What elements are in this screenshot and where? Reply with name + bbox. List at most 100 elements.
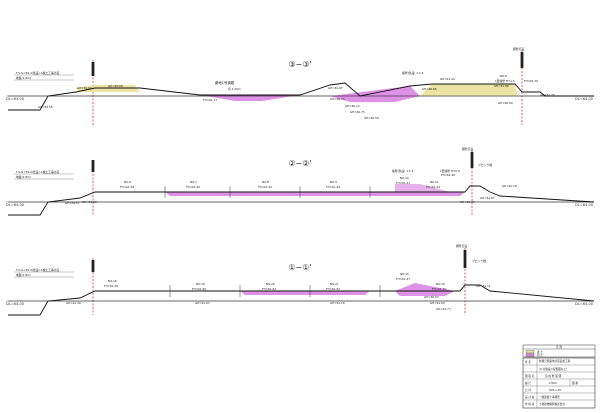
elevation-label: NO.16 (436, 282, 445, 286)
tb-value: 造 成 断 面 図 (545, 374, 562, 378)
tb-value: H29.1.20 (549, 388, 561, 392)
elevation-label: NO.8 (262, 180, 269, 184)
pole-marker (91, 260, 95, 272)
cut-area (330, 86, 420, 102)
elevation-label: GH=61.87 (480, 196, 495, 200)
datum-label-right: DL=64.00 (575, 203, 594, 207)
tb-key: 縮 尺 (525, 381, 531, 385)
datum-label-left: DL=64.00 (6, 97, 25, 101)
elevation-label: FH=61.62 (326, 287, 340, 291)
elevation-label: FH=61.70 (524, 79, 538, 83)
elevation-label: FH=61.49 (326, 185, 340, 189)
left-note: 地盤(1.8m) (16, 273, 31, 277)
pole-marker (520, 52, 524, 68)
section-title: ②−②' (288, 159, 311, 168)
elevation-label: GH=60.14 (345, 104, 360, 108)
elevation-label: FH=61.64 (262, 287, 276, 291)
legend: 凡 例 盛 土 切 土 (522, 344, 596, 358)
tb-key: 件 名 (525, 360, 531, 364)
callout: 敷地1号道路 (215, 80, 235, 85)
left-note: T.S-G=59.4(既設) A棟土工事計画 (15, 71, 59, 75)
callout: NO.8 (500, 74, 507, 78)
callout: ブロック積 (478, 163, 492, 167)
cut-area (165, 192, 465, 196)
left-note: 地盤(1.8m) (16, 76, 31, 80)
elevation-label: GH=61.97 (328, 86, 343, 90)
fill-area (420, 84, 518, 96)
title-block: 件 名 外観空間路地計画造成工事 (公共施設の配置図など) 図 面 名 造 成 … (522, 357, 596, 409)
tb-key: 設 計 者 (525, 395, 535, 399)
section-title: ③−③' (288, 60, 311, 69)
tb-key: 作 成 者 (525, 402, 535, 406)
left-note: T.S-G=59.4(既設) A棟土工事計画 (15, 268, 59, 272)
elevation-label: NO.21 (330, 282, 339, 286)
callout: L型擁壁 H=0.8 (440, 169, 460, 173)
elevation-label: NO.6 (124, 180, 131, 184)
elevation-label: FH=61.66 (192, 287, 206, 291)
legend-item: 盛 土 (537, 350, 543, 354)
elevation-label: NO.16 (108, 279, 117, 283)
elevation-label: GH=60.74 (330, 97, 345, 101)
ground-profile (8, 82, 594, 111)
pole-marker (91, 62, 95, 76)
elevation-label: FH=61.59 (120, 185, 134, 189)
section-title: ①−①' (288, 263, 311, 272)
tb-value: 土地建物開発株式会社 (539, 402, 565, 406)
elevation-label: GH=61.73 (436, 307, 451, 311)
legend-item: 切 土 (537, 353, 543, 357)
elevation-label: FH=61.56 (104, 284, 118, 288)
callout: 擁壁(既設) 1:1.5 (402, 71, 424, 75)
elevation-label: GH=60.75 (350, 110, 365, 114)
elevation-label: GH=59.56 (38, 105, 53, 109)
tb-value: (公共施設の配置図など) (539, 367, 567, 371)
callout: 擁壁(既設) 1:1.5 (392, 169, 414, 173)
elevation-label: GH=59.90 (82, 200, 97, 204)
elevation-label: GH=60.84 (498, 101, 513, 105)
left-note: T.S-G=59.4(既設) A棟土工事計画 (15, 170, 59, 174)
elevation-label: GH=61.67 (195, 301, 210, 305)
elevation-label: GH=61.44 (440, 77, 455, 81)
left-note: 地盤(1.8m) (16, 175, 31, 179)
elevation-label: NO.9 (330, 180, 337, 184)
elevation-label: GH=61.47 (460, 200, 475, 204)
tb-key: 図 番 (572, 381, 578, 385)
legend-swatch-cut (525, 353, 535, 357)
elevation-label: GH=60.88 (108, 84, 123, 88)
elevation-label: GH=60.93 (424, 295, 439, 299)
cut-area (395, 184, 450, 192)
datum-label-right: DL=64.00 (575, 97, 594, 101)
elevation-label: FH=61.47 (396, 277, 410, 281)
tb-key: 図 面 名 (525, 374, 535, 378)
callout: 鋼管打設 (456, 244, 467, 248)
tb-value: 一級建築士事務所 (539, 395, 560, 399)
elevation-label: GH=61.71 (476, 284, 491, 288)
callout: ブロック積 (472, 259, 486, 263)
tb-value: 1/500 (549, 381, 557, 385)
ground-profile (8, 284, 595, 316)
elevation-label: FH=61.40 (441, 173, 455, 177)
callout: L型擁壁 H=1.5 (495, 79, 515, 83)
pole-marker (470, 152, 474, 168)
elevation-label: GH=61.18 (330, 301, 345, 305)
elevation-label: NO.7 (190, 180, 197, 184)
pole-marker (91, 160, 95, 172)
callout: 鋼管打設 (462, 147, 473, 151)
section-3-3: ③−③' DL=64.00 DL=64.00 T.S-G=59.4(既設) A棟… (6, 47, 594, 125)
tb-value: 外観空間路地計画造成工事 (539, 359, 571, 363)
elevation-label: FH=61.77 (203, 98, 217, 102)
callout: 切 1.50m (228, 87, 241, 91)
legend-swatch-fill (525, 350, 535, 354)
elevation-label: NO.15 (400, 272, 409, 276)
elevation-label: FH=61.56 (186, 185, 200, 189)
cut-area (200, 95, 300, 101)
elevation-label: FH=61.54 (426, 185, 440, 189)
elevation-label: GH=60.56 (364, 116, 379, 120)
datum-label-right: DL=64.00 (575, 302, 594, 306)
datum-label-left: DL=64.00 (6, 302, 25, 306)
elevation-label: NO.18 (196, 282, 205, 286)
fill-area (75, 85, 140, 92)
elevation-label: NO.11 (430, 180, 439, 184)
elevation-label: FH=61.70 (432, 287, 446, 291)
pole-marker (463, 250, 467, 268)
